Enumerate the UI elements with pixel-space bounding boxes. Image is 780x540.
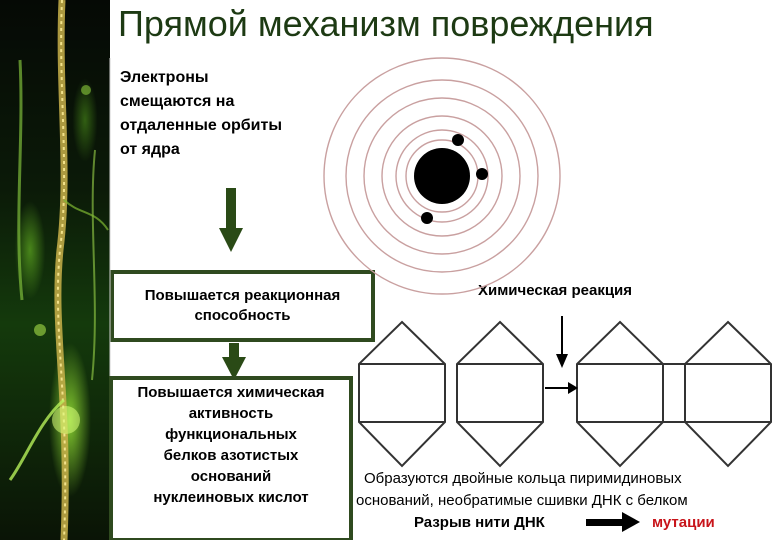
reaction-down-arrow	[556, 316, 568, 368]
activity-line: активность	[188, 405, 274, 422]
activity-line: белков азотистых	[163, 447, 299, 464]
electron	[452, 134, 464, 146]
orbit-ring	[345, 79, 539, 273]
electron	[476, 168, 488, 180]
nucleus	[414, 148, 470, 204]
electron	[421, 212, 433, 224]
plant-stem-illustration	[8, 0, 109, 540]
result-line-3: Разрыв нити ДНК	[414, 512, 545, 534]
chemical-reaction-label: Химическая реакция	[477, 282, 633, 299]
electrons-line: Электроны	[120, 69, 209, 86]
mutation-label: мутации	[652, 514, 715, 531]
result-line-1: Образуются двойные кольца пиримидиновых	[364, 470, 682, 487]
electrons-line: отдаленные орбиты	[120, 117, 283, 134]
orbit-ring	[323, 57, 561, 295]
molecule-right-pair	[576, 320, 772, 468]
reactivity-box: Повышается реакционная способность	[110, 270, 375, 342]
electrons-description: Электроны смещаются на отдаленные орбиты…	[120, 66, 340, 162]
orbit-ring	[363, 97, 521, 255]
electrons-line: от ядра	[120, 141, 180, 158]
atom-diagram	[323, 57, 561, 295]
page-title: Прямой механизм повреждения	[118, 3, 654, 44]
activity-line: Повышается химическая	[137, 384, 325, 401]
reactivity-line: способность	[194, 307, 291, 324]
dna-break-label: Разрыв нити ДНК	[414, 514, 545, 531]
down-arrow-2	[222, 343, 246, 380]
decorative-sidebar-image	[0, 0, 110, 540]
dna-break-arrow	[586, 512, 640, 532]
orbit-ring	[381, 115, 503, 237]
electrons-line: смещаются на	[120, 93, 235, 110]
down-arrow-1	[219, 188, 243, 252]
molecule-left	[358, 320, 446, 468]
activity-description: Повышается химическая активность функцио…	[112, 382, 350, 508]
result-line-2: оснований, необратимые сшивки ДНК с белк…	[356, 492, 688, 509]
reaction-right-arrow	[545, 382, 578, 394]
molecule-middle	[456, 320, 544, 468]
reactivity-line: Повышается реакционная	[144, 287, 341, 304]
activity-line: функциональных	[165, 426, 297, 443]
activity-box-border	[109, 376, 353, 540]
activity-line: оснований	[190, 468, 272, 485]
orbit-ring	[395, 129, 489, 223]
activity-line: нуклеиновых кислот	[153, 489, 309, 506]
